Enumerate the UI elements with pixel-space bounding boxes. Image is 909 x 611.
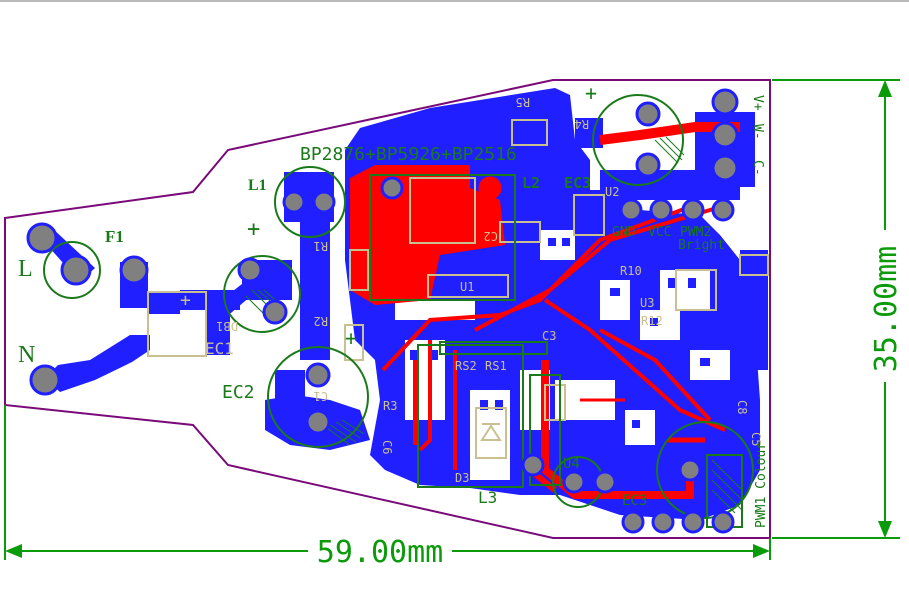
- silkscreen-tan: [147, 119, 769, 459]
- label-u1: U1: [460, 280, 474, 294]
- label-v-plus: V+: [750, 95, 765, 111]
- label-w-minus: W-: [750, 124, 765, 140]
- label-n: N: [18, 342, 35, 368]
- label-r5: R5: [516, 95, 530, 109]
- label-r12: R12: [641, 314, 663, 328]
- label-l3: L3: [478, 488, 497, 507]
- plus-mark-ec3: +: [585, 81, 597, 105]
- top-copper-layer: [350, 122, 740, 499]
- width-dimension-label: 59.00mm: [317, 535, 443, 570]
- label-ec3: EC3: [564, 174, 591, 192]
- label-l1: L1: [248, 177, 267, 194]
- label-c-minus: C-: [750, 160, 765, 176]
- label-db1: DB1: [216, 319, 238, 333]
- label-c1: C1: [314, 389, 328, 403]
- plus-mark-ec1: +: [247, 217, 260, 242]
- connector-labels: GND VCC PWM2 Bright PWM1 Colour V+ W- C-…: [180, 81, 769, 528]
- label-u4: U4: [563, 456, 580, 472]
- diode-symbol: [480, 423, 502, 441]
- top-border-line: [0, 0, 909, 2]
- label-ec3-bottom: EC3: [622, 493, 647, 509]
- through-hole-pads: [26, 88, 739, 534]
- label-r1: R1: [314, 239, 328, 253]
- label-f1: F1: [105, 227, 124, 246]
- hatched-pads: [245, 136, 743, 514]
- label-pwm1-colour: PWM1 Colour: [754, 442, 769, 528]
- label-c6: C6: [380, 440, 394, 454]
- label-ec1: EC1: [205, 339, 234, 358]
- plus-mark-db1: +: [180, 290, 191, 311]
- label-c2: C2: [484, 229, 498, 243]
- label-c8: C8: [735, 400, 749, 414]
- label-r10: R10: [620, 264, 642, 278]
- label-bright: Bright: [678, 238, 725, 253]
- label-part-note: BP2876+BP5926+BP2516: [300, 144, 517, 165]
- label-rs2: RS2: [455, 359, 477, 373]
- label-rs1: RS1: [485, 359, 507, 373]
- label-ec2: EC2: [222, 382, 255, 403]
- label-r2: R2: [314, 314, 328, 328]
- label-u2: U2: [605, 185, 619, 199]
- label-pwm2: PWM2: [680, 225, 711, 240]
- label-r4: R4: [575, 117, 589, 131]
- label-l: L: [18, 256, 33, 282]
- designator-labels: F1 L N L1 EC1 EC2 BP2876+BP5926+BP2516 L…: [18, 144, 647, 509]
- plus-mark-ec2: +: [345, 326, 357, 350]
- height-dimension-label: 35.00mm: [869, 246, 904, 372]
- label-gnd: GND: [612, 225, 636, 240]
- label-u3: U3: [640, 296, 654, 310]
- label-vcc: VCC: [648, 225, 671, 240]
- designator-labels-tan: U1 U2 U3 R1 R2 R3 R4 R5 R10 R12 RS1 RS2 …: [216, 95, 763, 485]
- label-l2: L2: [522, 174, 540, 192]
- label-c5: C5: [749, 432, 763, 446]
- label-r3: R3: [383, 399, 397, 413]
- label-c3: C3: [542, 329, 556, 343]
- label-d3: D3: [455, 471, 469, 485]
- dimension-lines: [4, 79, 900, 560]
- smd-pads: [410, 238, 710, 428]
